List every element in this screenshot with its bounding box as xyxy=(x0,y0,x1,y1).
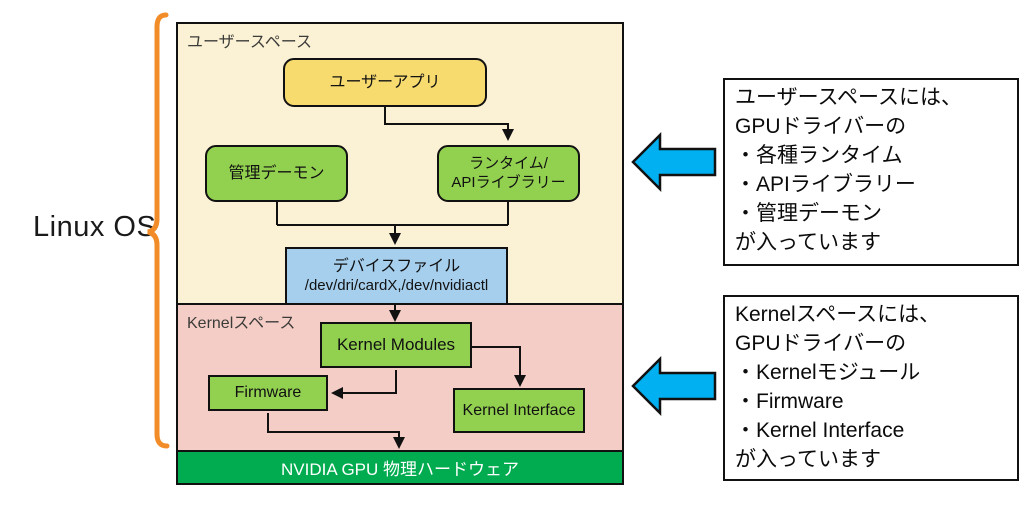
node-admin-daemon-label: 管理デーモン xyxy=(228,164,325,182)
node-kernel-modules-label: Kernel Modules xyxy=(336,335,456,355)
callout-line: ・管理デーモン xyxy=(735,202,882,225)
kernel-space-callout: Kernelスペースには、 GPUドライバーの ・Kernelモジュール ・Fi… xyxy=(723,295,1019,481)
node-runtime-line1: ランタイム/ xyxy=(469,154,548,172)
node-device-file: デバイスファイル /dev/dri/cardX,/dev/nvidiactl xyxy=(285,247,508,305)
node-kernel-interface-label: Kernel Interface xyxy=(462,401,576,419)
user-space-callout: ユーザースペースには、 GPUドライバーの ・各種ランタイム ・APIライブラリ… xyxy=(723,78,1019,266)
node-admin-daemon: 管理デーモン xyxy=(205,145,348,202)
hardware-bar: NVIDIA GPU 物理ハードウェア xyxy=(178,450,622,483)
node-runtime-api-library: ランタイム/ APIライブラリー xyxy=(437,145,580,202)
callout-line: ・Kernelモジュール xyxy=(735,361,921,384)
callout-line: ユーザースペースには、 xyxy=(735,86,963,109)
callout-line: GPUドライバーの xyxy=(735,332,907,355)
user-space-region-label: ユーザースペース xyxy=(187,34,312,51)
callout-line: が入っています xyxy=(735,231,881,254)
node-user-app-label: ユーザーアプリ xyxy=(329,73,441,91)
user-space-region: ユーザースペース ユーザーアプリ 管理デーモン ランタイム/ APIライブラリー… xyxy=(178,24,622,305)
node-kernel-modules: Kernel Modules xyxy=(320,322,472,368)
callout-line: ・Firmware xyxy=(735,390,844,413)
callout-kernel-arrow-left-icon xyxy=(631,355,717,417)
node-device-file-paths: /dev/dri/cardX,/dev/nvidiactl xyxy=(304,276,489,294)
node-kernel-interface: Kernel Interface xyxy=(453,388,585,433)
callout-line: GPUドライバーの xyxy=(735,115,907,138)
callout-line: ・Kernel Interface xyxy=(735,419,905,442)
node-firmware-label: Firmware xyxy=(234,384,302,401)
callout-line: Kernelスペースには、 xyxy=(735,303,941,326)
callout-user-arrow-left-icon xyxy=(631,131,717,193)
callout-line: が入っています xyxy=(735,448,881,471)
node-firmware: Firmware xyxy=(208,375,328,411)
node-device-file-title: デバイスファイル xyxy=(332,257,461,275)
node-runtime-line2: APIライブラリー xyxy=(451,173,566,191)
kernel-space-region: Kernelスペース Kernel Modules Firmware Kerne… xyxy=(178,305,622,450)
callout-line: ・各種ランタイム xyxy=(735,144,903,167)
node-user-app: ユーザーアプリ xyxy=(283,58,487,107)
callout-line: ・APIライブラリー xyxy=(735,173,916,196)
os-diagram-frame: ユーザースペース ユーザーアプリ 管理デーモン ランタイム/ APIライブラリー… xyxy=(176,22,624,485)
linux-os-label: Linux OS xyxy=(33,211,157,243)
kernel-space-region-label: Kernelスペース xyxy=(187,315,296,332)
hardware-bar-label: NVIDIA GPU 物理ハードウェア xyxy=(280,460,520,479)
